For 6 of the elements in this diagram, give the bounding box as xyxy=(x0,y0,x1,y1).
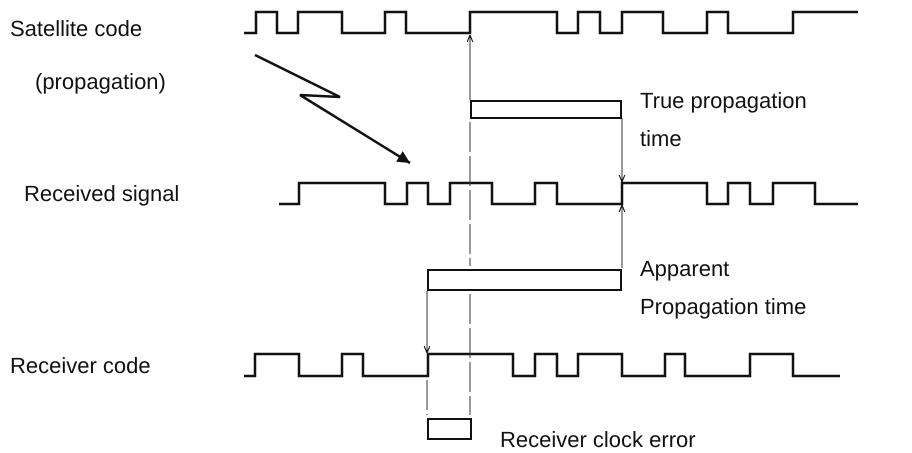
time-bar xyxy=(427,269,622,291)
time-bar xyxy=(427,418,472,440)
time-bar xyxy=(470,100,622,119)
bar-caption: True propagation time xyxy=(640,87,808,153)
bar-caption: Receiver clock error xyxy=(500,426,697,453)
bar-caption: Apparent Propagation time xyxy=(640,255,808,321)
